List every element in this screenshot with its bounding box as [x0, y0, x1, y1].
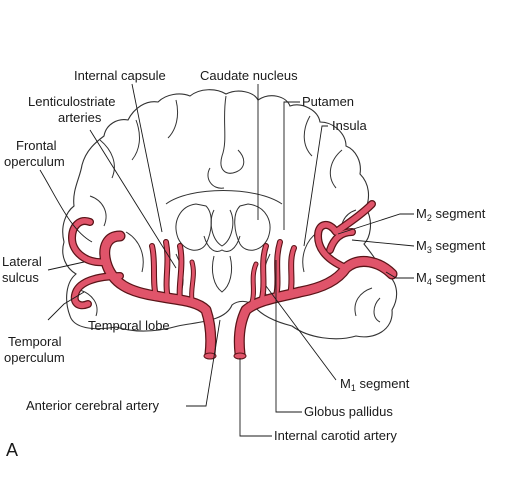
label-temporal-op-line2: operculum: [4, 350, 65, 365]
artery-right-main-fill: [235, 257, 397, 359]
leader-insula: [303, 125, 328, 247]
leader-lines: [39, 83, 415, 437]
septum: [210, 209, 234, 247]
label-temporal-lobe: Temporal lobe: [88, 318, 170, 333]
panel-letter: A: [6, 440, 18, 460]
fornix: [203, 235, 241, 252]
labels: Internal capsule Caudate nucleus Lenticu…: [2, 68, 486, 460]
label-lenticulostriate-line2: arteries: [58, 110, 102, 125]
gyrus-fold: [99, 139, 115, 179]
third-ventricle: [211, 255, 233, 293]
leader-m3: [351, 239, 415, 247]
label-insula: Insula: [332, 118, 367, 133]
label-putamen: Putamen: [302, 94, 354, 109]
artery-right-m3-loop-fill: [327, 229, 355, 253]
label-m4-segment: M4 segment: [416, 270, 486, 287]
leader-internal-capsule: [131, 83, 163, 233]
temporal-lobe-right-sulcus: [354, 287, 373, 317]
gyrus-fold: [303, 115, 313, 157]
lenticulostriate-left-1-fill: [150, 244, 158, 298]
temporal-lobe-left-sulcus: [79, 289, 98, 317]
corpus-callosum: [165, 190, 283, 205]
lenticulostriate-right-1-fill: [260, 244, 268, 300]
artery-left-temporal-loop-fill: [72, 273, 123, 308]
leader-temporal-operculum: [47, 291, 85, 321]
leader-m4: [385, 271, 414, 279]
arteries: [68, 200, 398, 360]
interhemispheric-fissure: [220, 95, 245, 174]
label-m2-segment: M2 segment: [416, 206, 486, 223]
label-caudate-nucleus: Caudate nucleus: [200, 68, 298, 83]
label-globus-pallidus: Globus pallidus: [304, 404, 393, 419]
leader-m1: [265, 285, 337, 381]
gyrus-fold: [89, 195, 107, 227]
gyrus-fold: [329, 149, 343, 189]
artery-left-frontal-loop-fill: [69, 218, 109, 265]
gyrus-fold: [131, 119, 140, 161]
leader-internal-carotid: [239, 358, 272, 437]
fissure-branch: [207, 167, 225, 189]
temporal-fold-right: [373, 297, 381, 323]
lenticulostriate-right-4-fill: [250, 262, 258, 304]
artery-right-m2-loop-fill: [315, 201, 375, 271]
label-temporal-op-line1: Temporal: [8, 334, 62, 349]
lenticulostriate-right-2-fill: [274, 240, 282, 298]
label-lateral-line2: sulcus: [2, 270, 39, 285]
label-internal-capsule: Internal capsule: [74, 68, 166, 83]
gyrus-fold: [167, 99, 179, 139]
label-m3-segment: M3 segment: [416, 238, 486, 255]
leader-frontal-operculum: [39, 169, 93, 243]
label-frontal-line2: operculum: [4, 154, 65, 169]
leader-globus-pallidus: [275, 260, 302, 413]
lateral-ventricle: [234, 203, 271, 251]
leader-anterior-cerebral: [186, 319, 221, 407]
leader-m2: [337, 213, 414, 235]
leader-lateral-sulcus: [47, 261, 85, 271]
label-frontal-line1: Frontal: [16, 138, 57, 153]
label-lenticulostriate-line1: Lenticulostriate: [28, 94, 115, 109]
lenticulostriate-left-3-fill: [177, 244, 184, 302]
label-lateral-line1: Lateral: [2, 254, 42, 269]
lenticulostriate-right-3-fill: [288, 246, 296, 296]
lenticulostriate-left-4-fill: [190, 260, 195, 302]
label-m1-segment: M1 segment: [340, 376, 410, 393]
leader-lenticulostriate: [89, 129, 177, 269]
insula-contour-left: [125, 231, 144, 273]
carotid-left-cut: [203, 352, 217, 360]
lenticulostriate-left-2-fill: [164, 240, 170, 300]
label-internal-carotid: Internal carotid artery: [274, 428, 397, 443]
label-anterior-cerebral: Anterior cerebral artery: [26, 398, 159, 413]
leader-putamen: [283, 101, 300, 230]
